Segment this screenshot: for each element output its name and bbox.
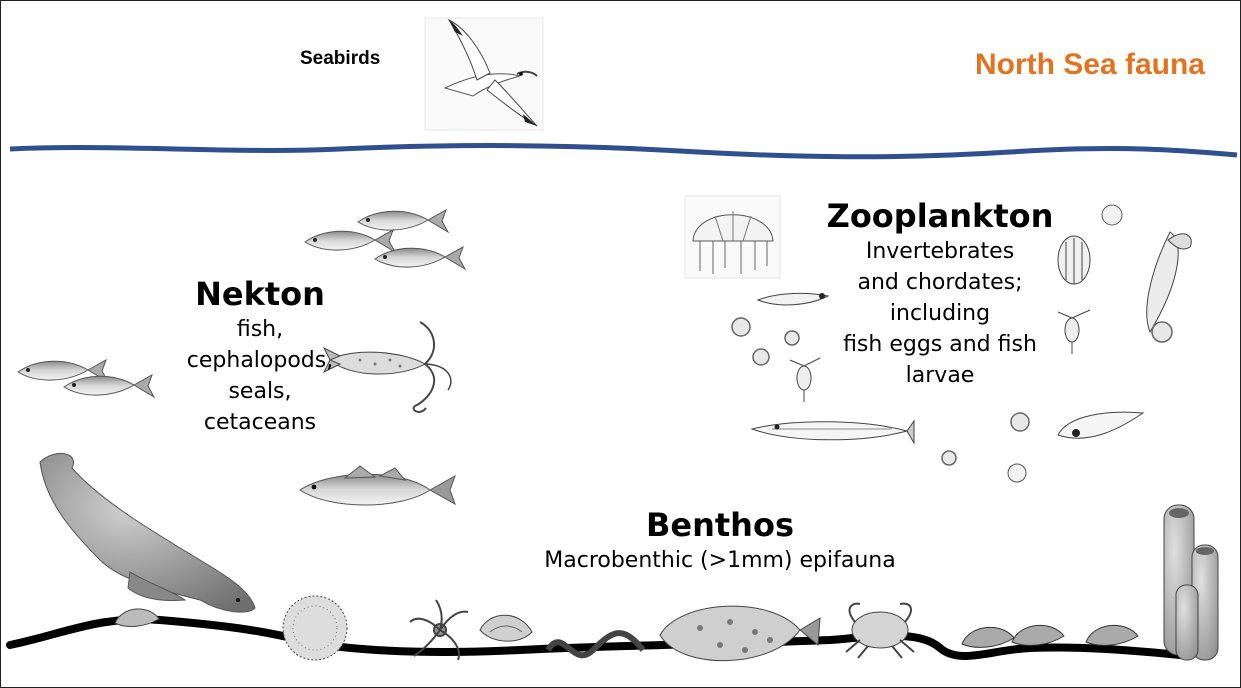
zooplankton-line: including bbox=[820, 298, 1060, 329]
arrow-worm-icon bbox=[1147, 232, 1192, 332]
nekton-group: Nekton fish, cephalopods, seals, cetacea… bbox=[150, 274, 370, 438]
cod-icon bbox=[300, 466, 455, 505]
fish-larva-icon bbox=[1058, 412, 1143, 438]
plaice-flatfish-icon bbox=[660, 606, 820, 661]
gannet-icon bbox=[425, 18, 543, 130]
sea-urchin-icon bbox=[283, 596, 347, 660]
whelk-shell-icon bbox=[480, 615, 532, 641]
fish-larva-icon bbox=[752, 421, 914, 443]
nekton-line: seals, bbox=[150, 376, 370, 407]
sponge-icon bbox=[1164, 505, 1218, 660]
zooplankton-heading: Zooplankton bbox=[820, 196, 1060, 236]
mussel-icon bbox=[1012, 625, 1064, 645]
nekton-line: cetaceans bbox=[150, 407, 370, 438]
nekton-line: fish, bbox=[150, 314, 370, 345]
zooplankton-line: and chordates; bbox=[820, 267, 1060, 298]
zooplankton-group: Zooplankton Invertebrates and chordates;… bbox=[820, 196, 1060, 391]
nekton-heading: Nekton bbox=[150, 274, 370, 314]
seal-icon bbox=[40, 453, 255, 612]
water-surface-line bbox=[10, 145, 1237, 156]
nekton-line: cephalopods, bbox=[150, 345, 370, 376]
benthos-group: Benthos Macrobenthic (>1mm) epifauna bbox=[510, 505, 930, 576]
jellyfish-icon bbox=[685, 196, 780, 278]
benthos-subtitle: Macrobenthic (>1mm) epifauna bbox=[510, 545, 930, 576]
fish-larva-icon bbox=[758, 293, 828, 305]
copepod-icon bbox=[1058, 310, 1090, 354]
crab-icon bbox=[846, 604, 914, 658]
seabirds-label: Seabirds bbox=[300, 48, 380, 70]
comb-jelly-icon bbox=[1058, 236, 1090, 284]
benthos-heading: Benthos bbox=[510, 505, 930, 545]
mussel-icon bbox=[962, 627, 1014, 647]
zooplankton-line: fish eggs and fish bbox=[820, 329, 1060, 360]
zooplankton-line: Invertebrates bbox=[820, 236, 1060, 267]
zooplankton-line: larvae bbox=[820, 360, 1060, 391]
diagram-title: North Sea fauna bbox=[975, 48, 1205, 82]
mussel-icon bbox=[1086, 625, 1138, 645]
copepod-icon bbox=[790, 358, 820, 402]
mussel-icon bbox=[115, 609, 159, 627]
